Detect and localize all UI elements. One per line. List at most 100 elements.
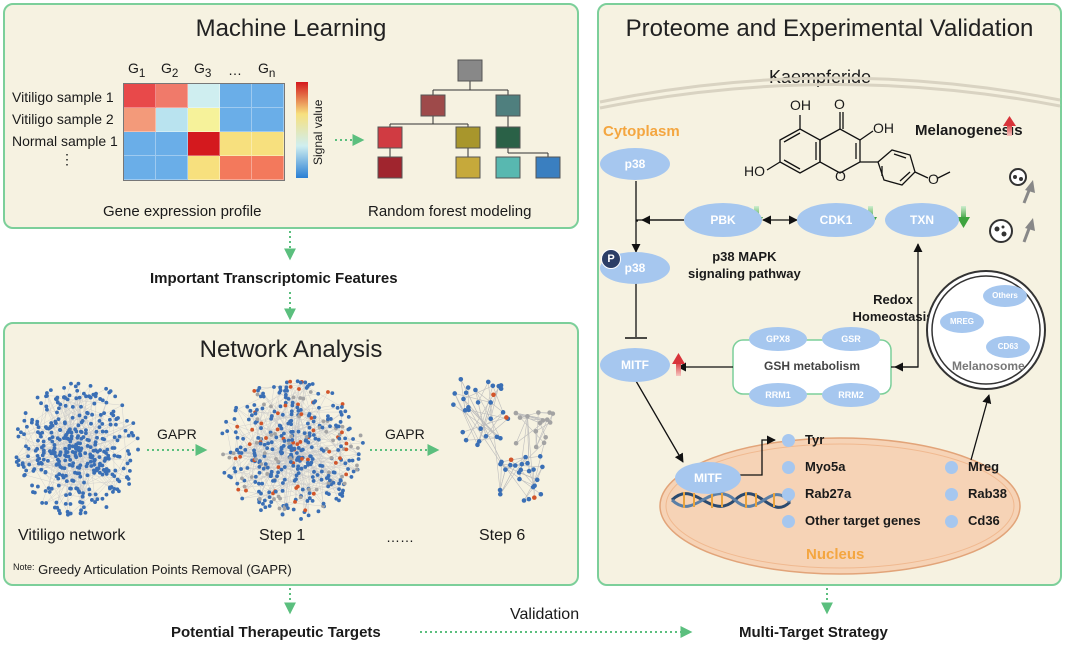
network-node [259,462,264,466]
network-node [291,507,296,512]
cytoplasm-label: Cytoplasm [603,123,680,140]
network-edge [56,437,115,503]
network-node [106,468,111,473]
network-node [69,486,73,491]
network-node [281,444,286,448]
network-node [136,447,140,452]
network-node [41,457,46,462]
network-node [255,392,260,397]
network-node [287,441,291,446]
network-node [76,381,81,386]
network-edge [57,455,66,508]
network-node [299,517,303,521]
network-node [227,474,231,478]
network-node [312,469,316,474]
network-node [49,421,54,425]
network-node [351,437,355,441]
network-node [253,474,258,479]
network-node [258,394,263,399]
network-node [75,465,80,470]
sample-label-4: ⋮ [60,151,74,167]
network-node [320,464,325,468]
network-node [299,466,304,471]
network-node [336,424,341,429]
network-node [95,466,99,471]
network-node [83,431,88,436]
network-node [274,457,278,461]
network-node [123,428,128,433]
heatmap-cell [156,132,188,156]
network-node [45,391,49,395]
network-node [246,417,251,422]
nucleus-label: Nucleus [806,546,865,563]
network-node [104,429,109,434]
network-edge [515,416,528,444]
network-node [233,408,238,413]
network-node [257,500,262,505]
network-node [290,400,295,405]
network-node [40,453,45,458]
network-edge [235,471,344,491]
network-node [331,403,335,408]
network-node [312,415,317,420]
network-node [225,429,230,434]
network-node [526,468,532,474]
network-node [508,462,513,468]
network-edge [464,410,506,470]
network-node [279,446,284,451]
network-node [272,497,276,502]
network-node [88,459,93,464]
network-node [112,487,117,491]
gsh-metabolism-label: GSH metabolism [764,359,861,373]
network-node [25,424,29,429]
rf-node-l2-1 [377,126,403,149]
network-node [547,410,552,415]
pathway-line2: signaling pathway [688,266,801,281]
network-node [326,481,331,486]
network-node [280,412,285,417]
network-node [278,385,283,390]
network-node [245,404,250,409]
network-node [324,429,329,434]
network-node [280,512,285,517]
network-node [97,418,102,423]
network-node [533,444,539,450]
network-edge [65,405,69,433]
network-node [233,456,238,461]
melanosome-label: Melanosome [952,359,1025,373]
network-node [296,429,301,434]
network-node [57,472,62,477]
network-node [21,465,26,469]
network-node [329,455,334,460]
network-node [249,475,254,479]
atom-ho-left: HO [744,163,765,179]
network-node [115,487,120,492]
network-node [39,401,43,406]
network-node [303,508,308,513]
network-node [243,447,248,452]
gene-header-ellipsis: … [228,62,242,78]
network-node [519,461,525,467]
network-node [232,417,237,421]
gene-label: Myo5a [805,459,846,474]
redox-line1: Redox [873,292,913,307]
network-node [26,446,31,451]
network-node [70,444,75,449]
network-node [309,445,314,450]
network-node [121,466,126,471]
network-edge [463,398,481,429]
network-node [282,507,287,511]
network-edge [454,393,491,403]
network-node [326,390,330,394]
network-node [294,451,299,455]
network-node [288,460,293,464]
network-node [504,415,509,420]
network-node [112,453,117,458]
network-node [88,383,93,388]
network-node [346,415,351,419]
gray-up-arrow-1 [1022,218,1035,243]
network-node [289,452,293,457]
network-node [544,417,550,422]
network-node [120,403,125,408]
gene-header-g2: G2 [161,60,179,80]
